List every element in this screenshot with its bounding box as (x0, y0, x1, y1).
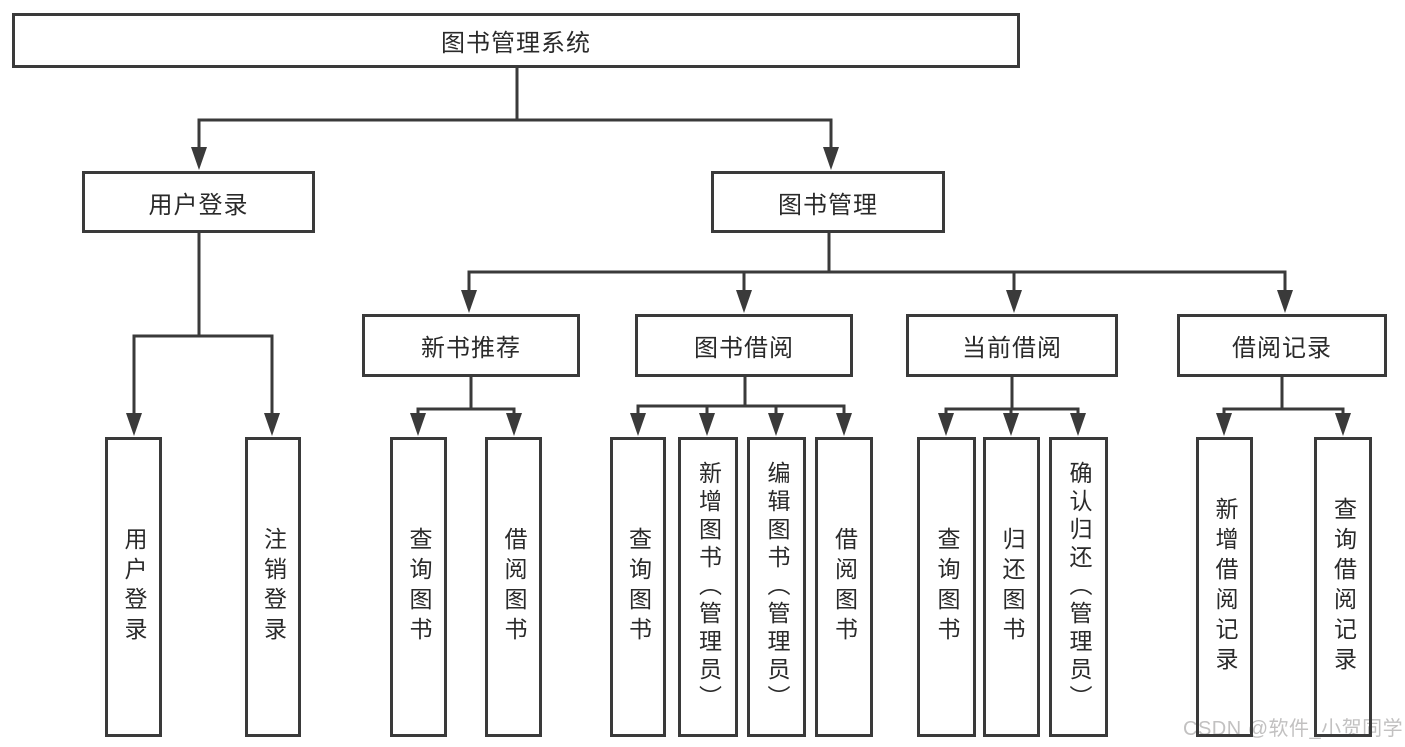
leaf-confirm-return-admin: 确认归还（管理员） (1049, 437, 1108, 737)
node-label: 编辑图书（管理员） (764, 461, 790, 713)
node-current-borrow: 当前借阅 (906, 314, 1118, 377)
leaf-query-books-recommend: 查询图书 (390, 437, 447, 737)
leaf-add-borrow-record: 新增借阅记录 (1196, 437, 1253, 737)
leaf-query-books-borrow: 查询图书 (610, 437, 666, 737)
node-borrow-records: 借阅记录 (1177, 314, 1387, 377)
node-label: 新书推荐 (421, 335, 521, 362)
node-label: 图书借阅 (694, 335, 794, 362)
node-label: 注销登录 (260, 527, 287, 647)
leaf-logout: 注销登录 (245, 437, 301, 737)
node-label: 查询图书 (625, 527, 652, 647)
node-label: 查询借阅记录 (1330, 497, 1357, 677)
node-label: 图书管理 (778, 191, 878, 219)
node-label: 图书管理系统 (441, 30, 591, 57)
node-new-book-recommend: 新书推荐 (362, 314, 580, 377)
node-label: 当前借阅 (962, 335, 1062, 362)
node-label: 确认归还（管理员） (1066, 461, 1092, 713)
node-user-login: 用户登录 (82, 171, 315, 233)
node-book-borrow: 图书借阅 (635, 314, 853, 377)
leaf-borrow-books-recommend: 借阅图书 (485, 437, 542, 737)
node-label: 查询图书 (934, 527, 960, 647)
node-label: 借阅记录 (1232, 335, 1332, 362)
arrowheads (126, 147, 1351, 436)
node-label: 用户登录 (121, 527, 147, 647)
leaf-return-books: 归还图书 (983, 437, 1040, 737)
node-label: 查询图书 (406, 527, 432, 647)
node-label: 新增图书（管理员） (695, 461, 722, 713)
node-label: 借阅图书 (831, 527, 858, 647)
node-label: 新增借阅记录 (1212, 497, 1238, 677)
leaf-query-books-current: 查询图书 (917, 437, 976, 737)
node-label: 归还图书 (999, 527, 1025, 647)
leaf-borrow-books: 借阅图书 (815, 437, 873, 737)
node-label: 借阅图书 (501, 527, 527, 647)
csdn-watermark: CSDN @软件_小贺同学 (1183, 718, 1404, 740)
leaf-user-login: 用户登录 (105, 437, 162, 737)
leaf-add-books-admin: 新增图书（管理员） (678, 437, 738, 737)
node-book-management: 图书管理 (711, 171, 945, 233)
leaf-edit-books-admin: 编辑图书（管理员） (747, 437, 806, 737)
node-library-management-system: 图书管理系统 (12, 13, 1020, 68)
node-label: 用户登录 (148, 191, 249, 219)
leaf-query-borrow-record: 查询借阅记录 (1314, 437, 1372, 737)
